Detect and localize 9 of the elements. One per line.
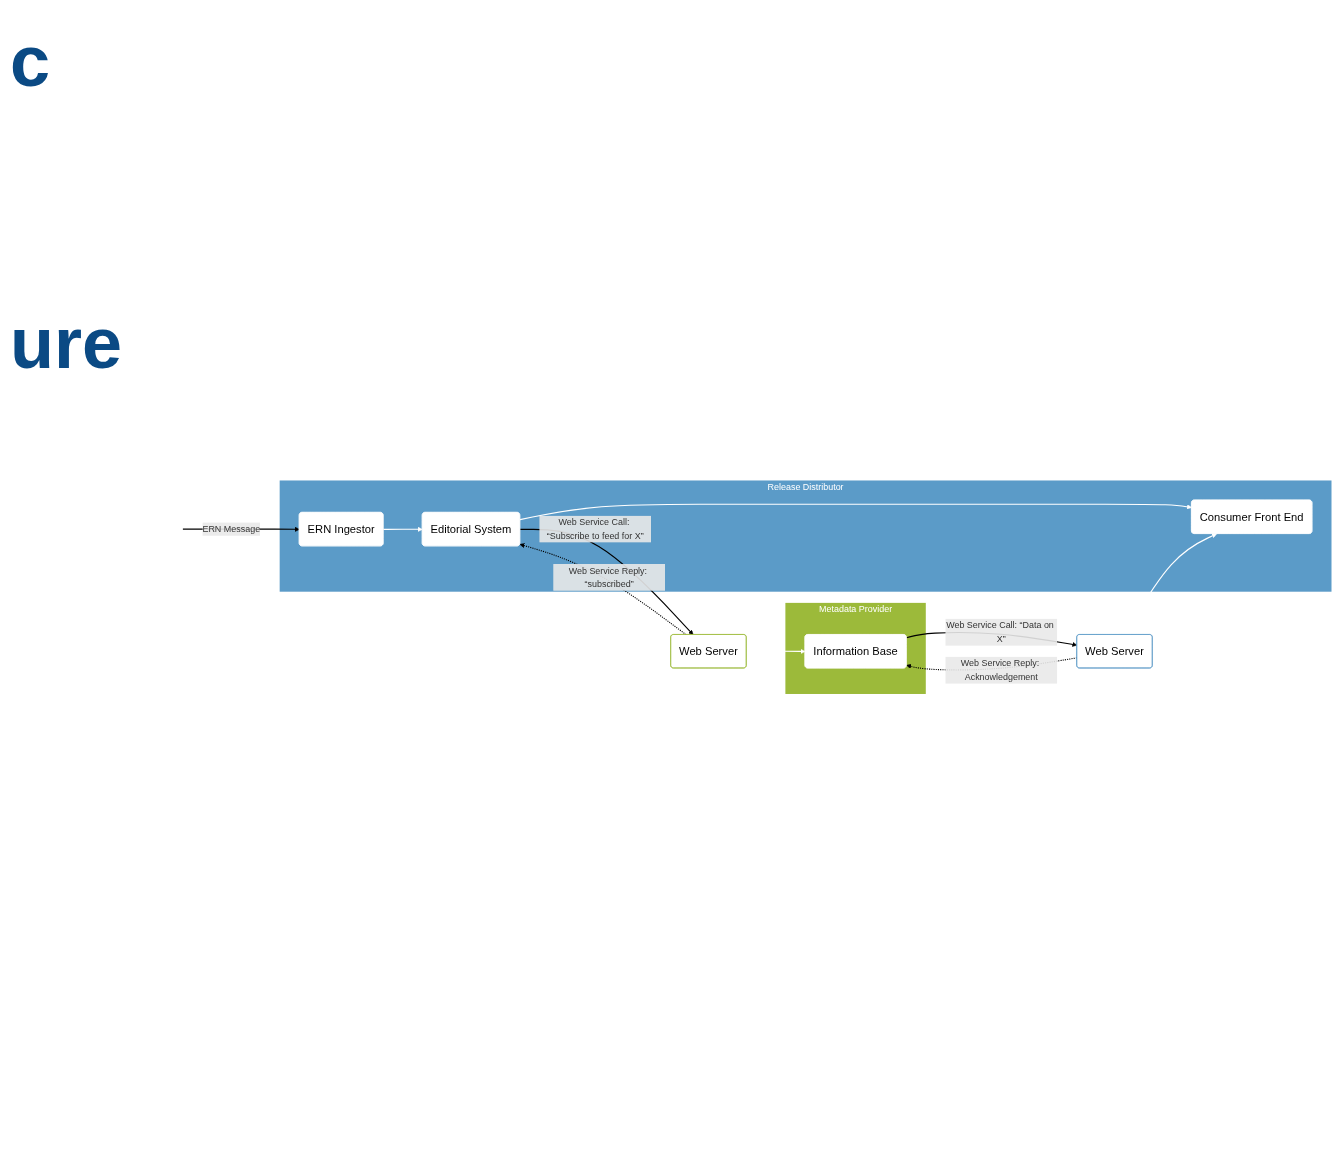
edge-label: ERN Message bbox=[202, 523, 261, 534]
edge-label: Web Service Call: “Data on X” bbox=[946, 620, 1054, 644]
heading-fragment: ure bbox=[10, 302, 124, 384]
arrow bbox=[382, 526, 423, 532]
arrow bbox=[519, 503, 1192, 520]
edge-label: Web Service Reply: “subscribed” bbox=[568, 565, 648, 589]
heading-fragment: c bbox=[10, 20, 52, 102]
edge-label: Web Service Reply: Acknowledgement bbox=[960, 658, 1040, 682]
edge-label: Web Service Call: “Subscribe to feed for X” bbox=[546, 517, 644, 541]
